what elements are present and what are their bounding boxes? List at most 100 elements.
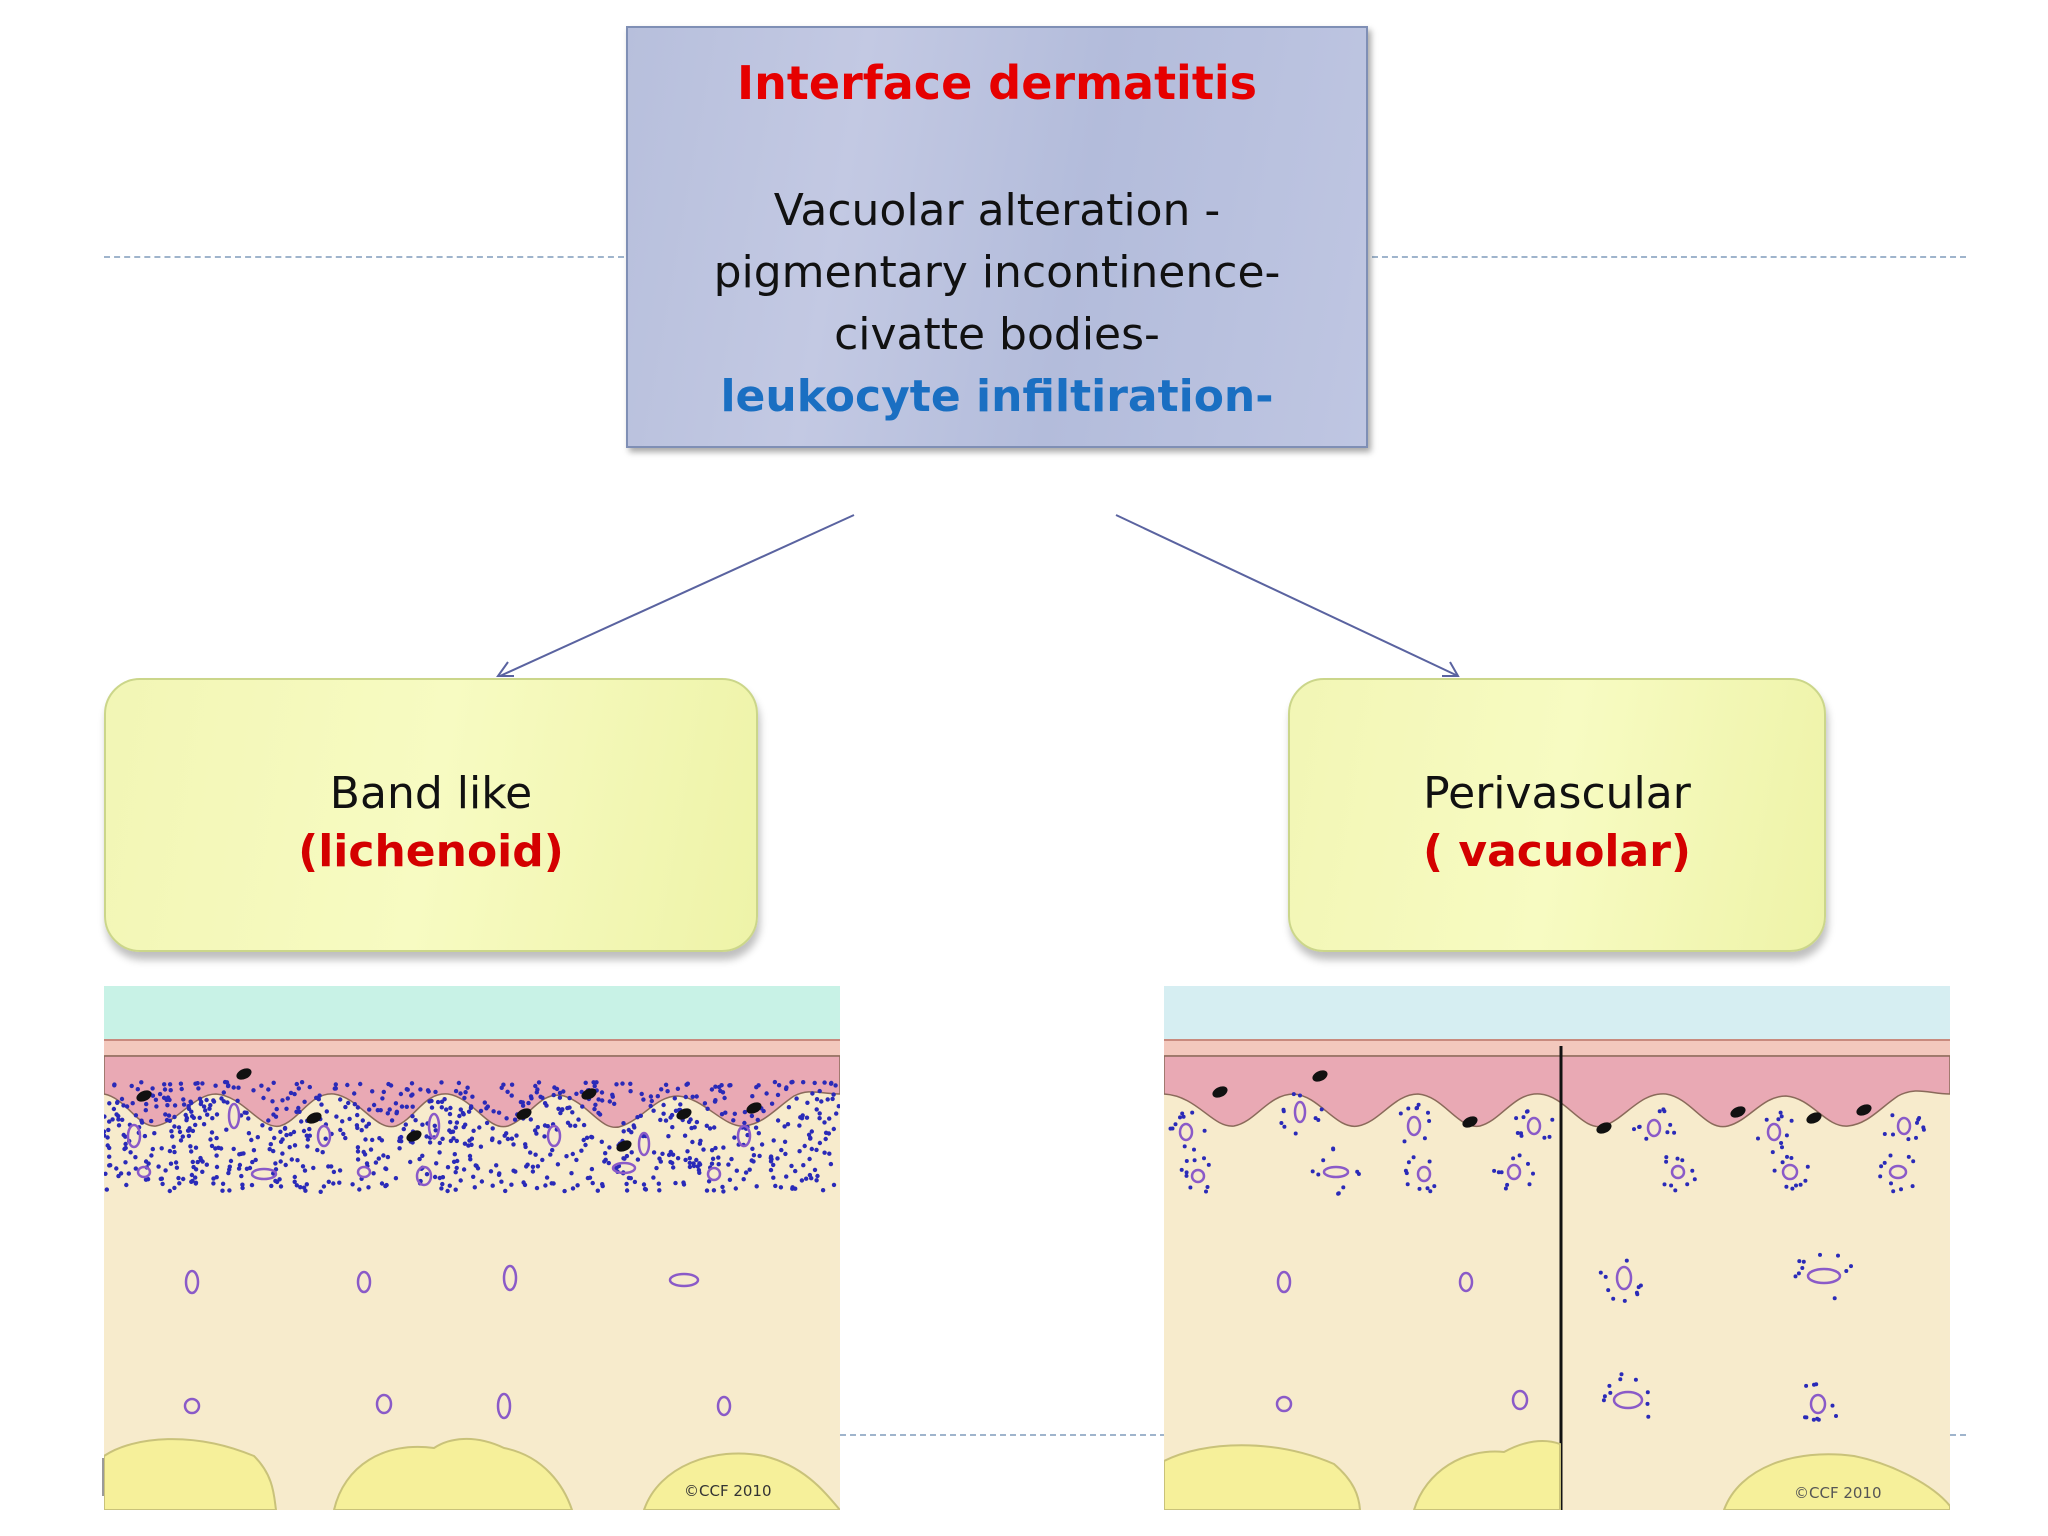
lymphocyte-dot xyxy=(338,1127,343,1133)
lymphocyte-dot xyxy=(1879,1164,1884,1169)
lymphocyte-dot xyxy=(584,1135,590,1140)
lymphocyte-dot xyxy=(815,1173,820,1179)
lymphocyte-dot xyxy=(568,1123,573,1128)
lymphocyte-dot xyxy=(657,1188,662,1193)
lymphocyte-dot xyxy=(432,1123,437,1128)
lymphocyte-dot xyxy=(211,1181,216,1186)
lymphocyte-dot xyxy=(581,1137,586,1143)
feature-pigmentary-incontinence: pigmentary incontinence- xyxy=(713,247,1281,298)
lymphocyte-dot xyxy=(610,1092,615,1097)
vessel-icon xyxy=(637,1131,651,1157)
lymphocyte-dot xyxy=(524,1164,529,1169)
lymphocyte-dot xyxy=(1602,1394,1607,1399)
lymphocyte-dot xyxy=(371,1102,377,1108)
lymphocyte-dot xyxy=(1645,1390,1650,1395)
lymphocyte-dot xyxy=(1184,1173,1189,1178)
lymphocyte-dot xyxy=(193,1122,198,1128)
lymphocyte-dot xyxy=(398,1134,404,1140)
lymphocyte-dot xyxy=(1645,1401,1650,1406)
lymphocyte-dot xyxy=(116,1117,121,1122)
lymphocyte-dot xyxy=(337,1180,342,1185)
lymphocyte-dot xyxy=(133,1155,138,1160)
lymphocyte-dot xyxy=(458,1107,463,1112)
lymphocyte-dot xyxy=(721,1145,726,1150)
lymphocyte-dot xyxy=(453,1187,458,1192)
lymphocyte-dot xyxy=(665,1089,670,1094)
lymphocyte-dot xyxy=(305,1137,311,1142)
lymphocyte-dot xyxy=(1514,1116,1519,1121)
vessel-icon xyxy=(227,1102,241,1130)
lymphocyte-dot xyxy=(1692,1177,1697,1182)
lymphocyte-dot xyxy=(716,1155,721,1160)
lymphocyte-dot xyxy=(1319,1107,1324,1112)
lymphocyte-dot xyxy=(704,1123,709,1128)
lymphocyte-dot xyxy=(756,1131,761,1136)
lymphocyte-dot xyxy=(782,1124,787,1129)
lymphocyte-dot xyxy=(440,1136,445,1141)
lymphocyte-dot xyxy=(1804,1415,1809,1420)
lymphocyte-dot xyxy=(783,1151,788,1157)
vessel-icon xyxy=(1766,1122,1782,1142)
lymphocyte-dot xyxy=(536,1080,542,1085)
lymphocyte-dot xyxy=(733,1186,738,1191)
lymphocyte-dot xyxy=(331,1181,336,1186)
lymphocyte-dot xyxy=(1779,1141,1784,1145)
lymphocyte-dot xyxy=(1789,1156,1794,1160)
lymphocyte-dot xyxy=(1811,1417,1816,1422)
lymphocyte-dot xyxy=(1515,1131,1520,1135)
lymphocyte-dot xyxy=(355,1157,361,1162)
lymphocyte-dot xyxy=(112,1083,117,1088)
vessel-icon xyxy=(356,1270,372,1294)
lymphocyte-dot xyxy=(1844,1269,1849,1273)
vacuolar-label: ( vacuolar) xyxy=(1422,826,1692,877)
lymphocyte-dot xyxy=(805,1100,810,1105)
lymphocyte-dot xyxy=(170,1134,175,1139)
lymphocyte-dot xyxy=(775,1092,781,1098)
lymphocyte-dot xyxy=(1525,1109,1530,1114)
lymphocyte-dot xyxy=(1637,1125,1642,1129)
lymphocyte-dot xyxy=(606,1160,611,1166)
lymphocyte-dot xyxy=(670,1125,675,1130)
lymphocyte-dot xyxy=(702,1101,708,1106)
lymphocyte-dot xyxy=(534,1090,539,1095)
lymphocyte-dot xyxy=(389,1118,395,1123)
lymphocyte-dot xyxy=(720,1184,725,1190)
lymphocyte-dot xyxy=(797,1123,802,1128)
lymphocyte-dot xyxy=(107,1154,112,1159)
lymphocyte-dot xyxy=(1427,1159,1432,1164)
lymphocyte-dot xyxy=(129,1083,134,1089)
lymphocyte-dot xyxy=(1805,1164,1810,1169)
lymphocyte-dot xyxy=(157,1091,163,1097)
lymphocyte-dot xyxy=(810,1091,815,1096)
lymphocyte-dot xyxy=(575,1183,580,1188)
lymphocyte-dot xyxy=(1798,1182,1803,1187)
vessel-icon xyxy=(1275,1395,1293,1413)
lymphocyte-dot xyxy=(1402,1139,1407,1144)
lymphocyte-dot xyxy=(678,1102,683,1107)
lymphocyte-dot xyxy=(551,1092,556,1098)
band-like-box: Band like (lichenoid) xyxy=(104,678,758,952)
lymphocyte-dot xyxy=(817,1116,822,1121)
lymphocyte-dot xyxy=(771,1162,776,1168)
lymphocyte-dot xyxy=(809,1146,814,1152)
lymphocyte-dot xyxy=(162,1082,167,1087)
lymphocyte-dot xyxy=(124,1182,129,1188)
lymphocyte-dot xyxy=(681,1182,687,1187)
lymphocyte-dot xyxy=(115,1100,120,1105)
lymphocyte-dot xyxy=(569,1171,574,1176)
lymphocyte-dot xyxy=(454,1138,459,1144)
vessel-icon xyxy=(1888,1164,1908,1180)
lymphocyte-dot xyxy=(294,1183,299,1188)
lymphocyte-dot xyxy=(1608,1390,1613,1395)
lymphocyte-dot xyxy=(462,1141,468,1146)
lymphocyte-dot xyxy=(1499,1170,1504,1175)
lymphocyte-dot xyxy=(394,1109,400,1114)
lymphocyte-dot xyxy=(200,1169,205,1174)
lymphocyte-dot xyxy=(278,1139,284,1144)
lymphocyte-dot xyxy=(169,1129,174,1134)
lymphocyte-dot xyxy=(453,1125,458,1130)
lymphocyte-dot xyxy=(1425,1186,1430,1191)
lymphocyte-dot xyxy=(1685,1182,1690,1187)
lymphocyte-dot xyxy=(283,1162,288,1168)
lymphocyte-dot xyxy=(523,1142,528,1147)
